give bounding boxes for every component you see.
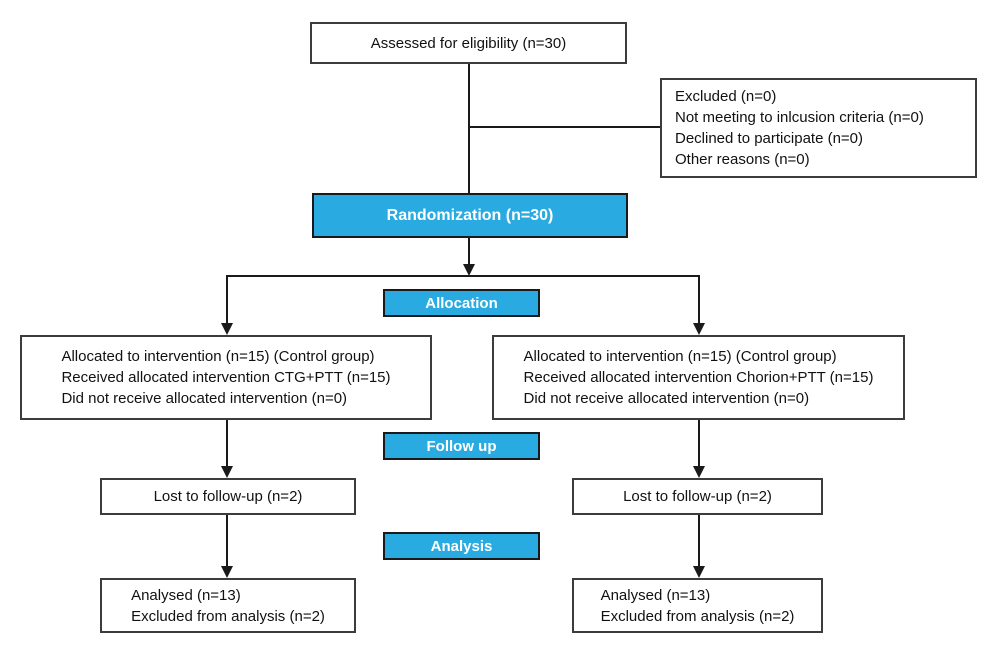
arrowhead-followup-left-icon (221, 466, 233, 478)
analysed-right-box: Analysed (n=13) Excluded from analysis (… (572, 578, 823, 633)
analysed-left-line: Excluded from analysis (n=2) (131, 607, 325, 625)
connector-allocation-branch (226, 275, 700, 277)
arrowhead-followup-right-icon (693, 466, 705, 478)
arrowhead-analysis-right-icon (693, 566, 705, 578)
analysed-left-box: Analysed (n=13) Excluded from analysis (… (100, 578, 356, 633)
alloc-right-line: Allocated to intervention (n=15) (Contro… (523, 348, 837, 365)
analysed-right-line: Excluded from analysis (n=2) (600, 607, 795, 625)
analysed-left-line: Analysed (n=13) (131, 586, 241, 604)
connector-to-excluded-box (468, 126, 660, 128)
connector-randomization-down (468, 238, 470, 265)
connector-followup-left (226, 420, 228, 466)
arrowhead-alloc-left-icon (221, 323, 233, 335)
excluded-box: Excluded (n=0) Not meeting to inlcusion … (660, 78, 977, 178)
lost-right-text: Lost to follow-up (n=2) (623, 488, 772, 505)
alloc-right-line: Did not receive allocated intervention (… (523, 390, 810, 407)
analysis-text: Analysis (430, 537, 493, 555)
lost-followup-right-box: Lost to follow-up (n=2) (572, 478, 823, 515)
randomization-box: Randomization (n=30) (312, 193, 628, 238)
arrowhead-alloc-right-icon (693, 323, 705, 335)
followup-stage-label: Follow up (383, 432, 540, 460)
assessed-for-eligibility-box: Assessed for eligibility (n=30) (310, 22, 627, 64)
excluded-line: Other reasons (n=0) (675, 151, 810, 168)
allocated-control-left-box: Allocated to intervention (n=15) (Contro… (20, 335, 432, 420)
allocation-stage-label: Allocation (383, 289, 540, 317)
allocated-control-right-box: Allocated to intervention (n=15) (Contro… (492, 335, 905, 420)
lost-left-text: Lost to follow-up (n=2) (153, 488, 303, 505)
connector-analysis-right (698, 515, 700, 566)
alloc-left-line: Allocated to intervention (n=15) (Contro… (61, 348, 375, 365)
connector-assessed-to-randomization (468, 64, 470, 193)
assessed-text: Assessed for eligibility (n=30) (370, 34, 567, 52)
lost-followup-left-box: Lost to follow-up (n=2) (100, 478, 356, 515)
arrowhead-randomization-icon (463, 264, 475, 276)
alloc-right-line: Received allocated intervention Chorion+… (523, 369, 874, 386)
analysed-right-line: Analysed (n=13) (600, 586, 711, 604)
alloc-left-line: Did not receive allocated intervention (… (61, 390, 348, 407)
connector-branch-left (226, 276, 228, 323)
connector-followup-right (698, 420, 700, 466)
connector-branch-right (698, 276, 700, 323)
arrowhead-analysis-left-icon (221, 566, 233, 578)
excluded-line: Excluded (n=0) (675, 88, 777, 105)
followup-text: Follow up (426, 437, 497, 455)
excluded-line: Not meeting to inlcusion criteria (n=0) (675, 109, 924, 126)
randomization-text: Randomization (n=30) (386, 206, 554, 224)
analysis-stage-label: Analysis (383, 532, 540, 560)
alloc-left-line: Received allocated intervention CTG+PTT … (61, 369, 391, 386)
allocation-text: Allocation (425, 294, 498, 312)
excluded-line: Declined to participate (n=0) (675, 130, 864, 147)
connector-analysis-left (226, 515, 228, 566)
